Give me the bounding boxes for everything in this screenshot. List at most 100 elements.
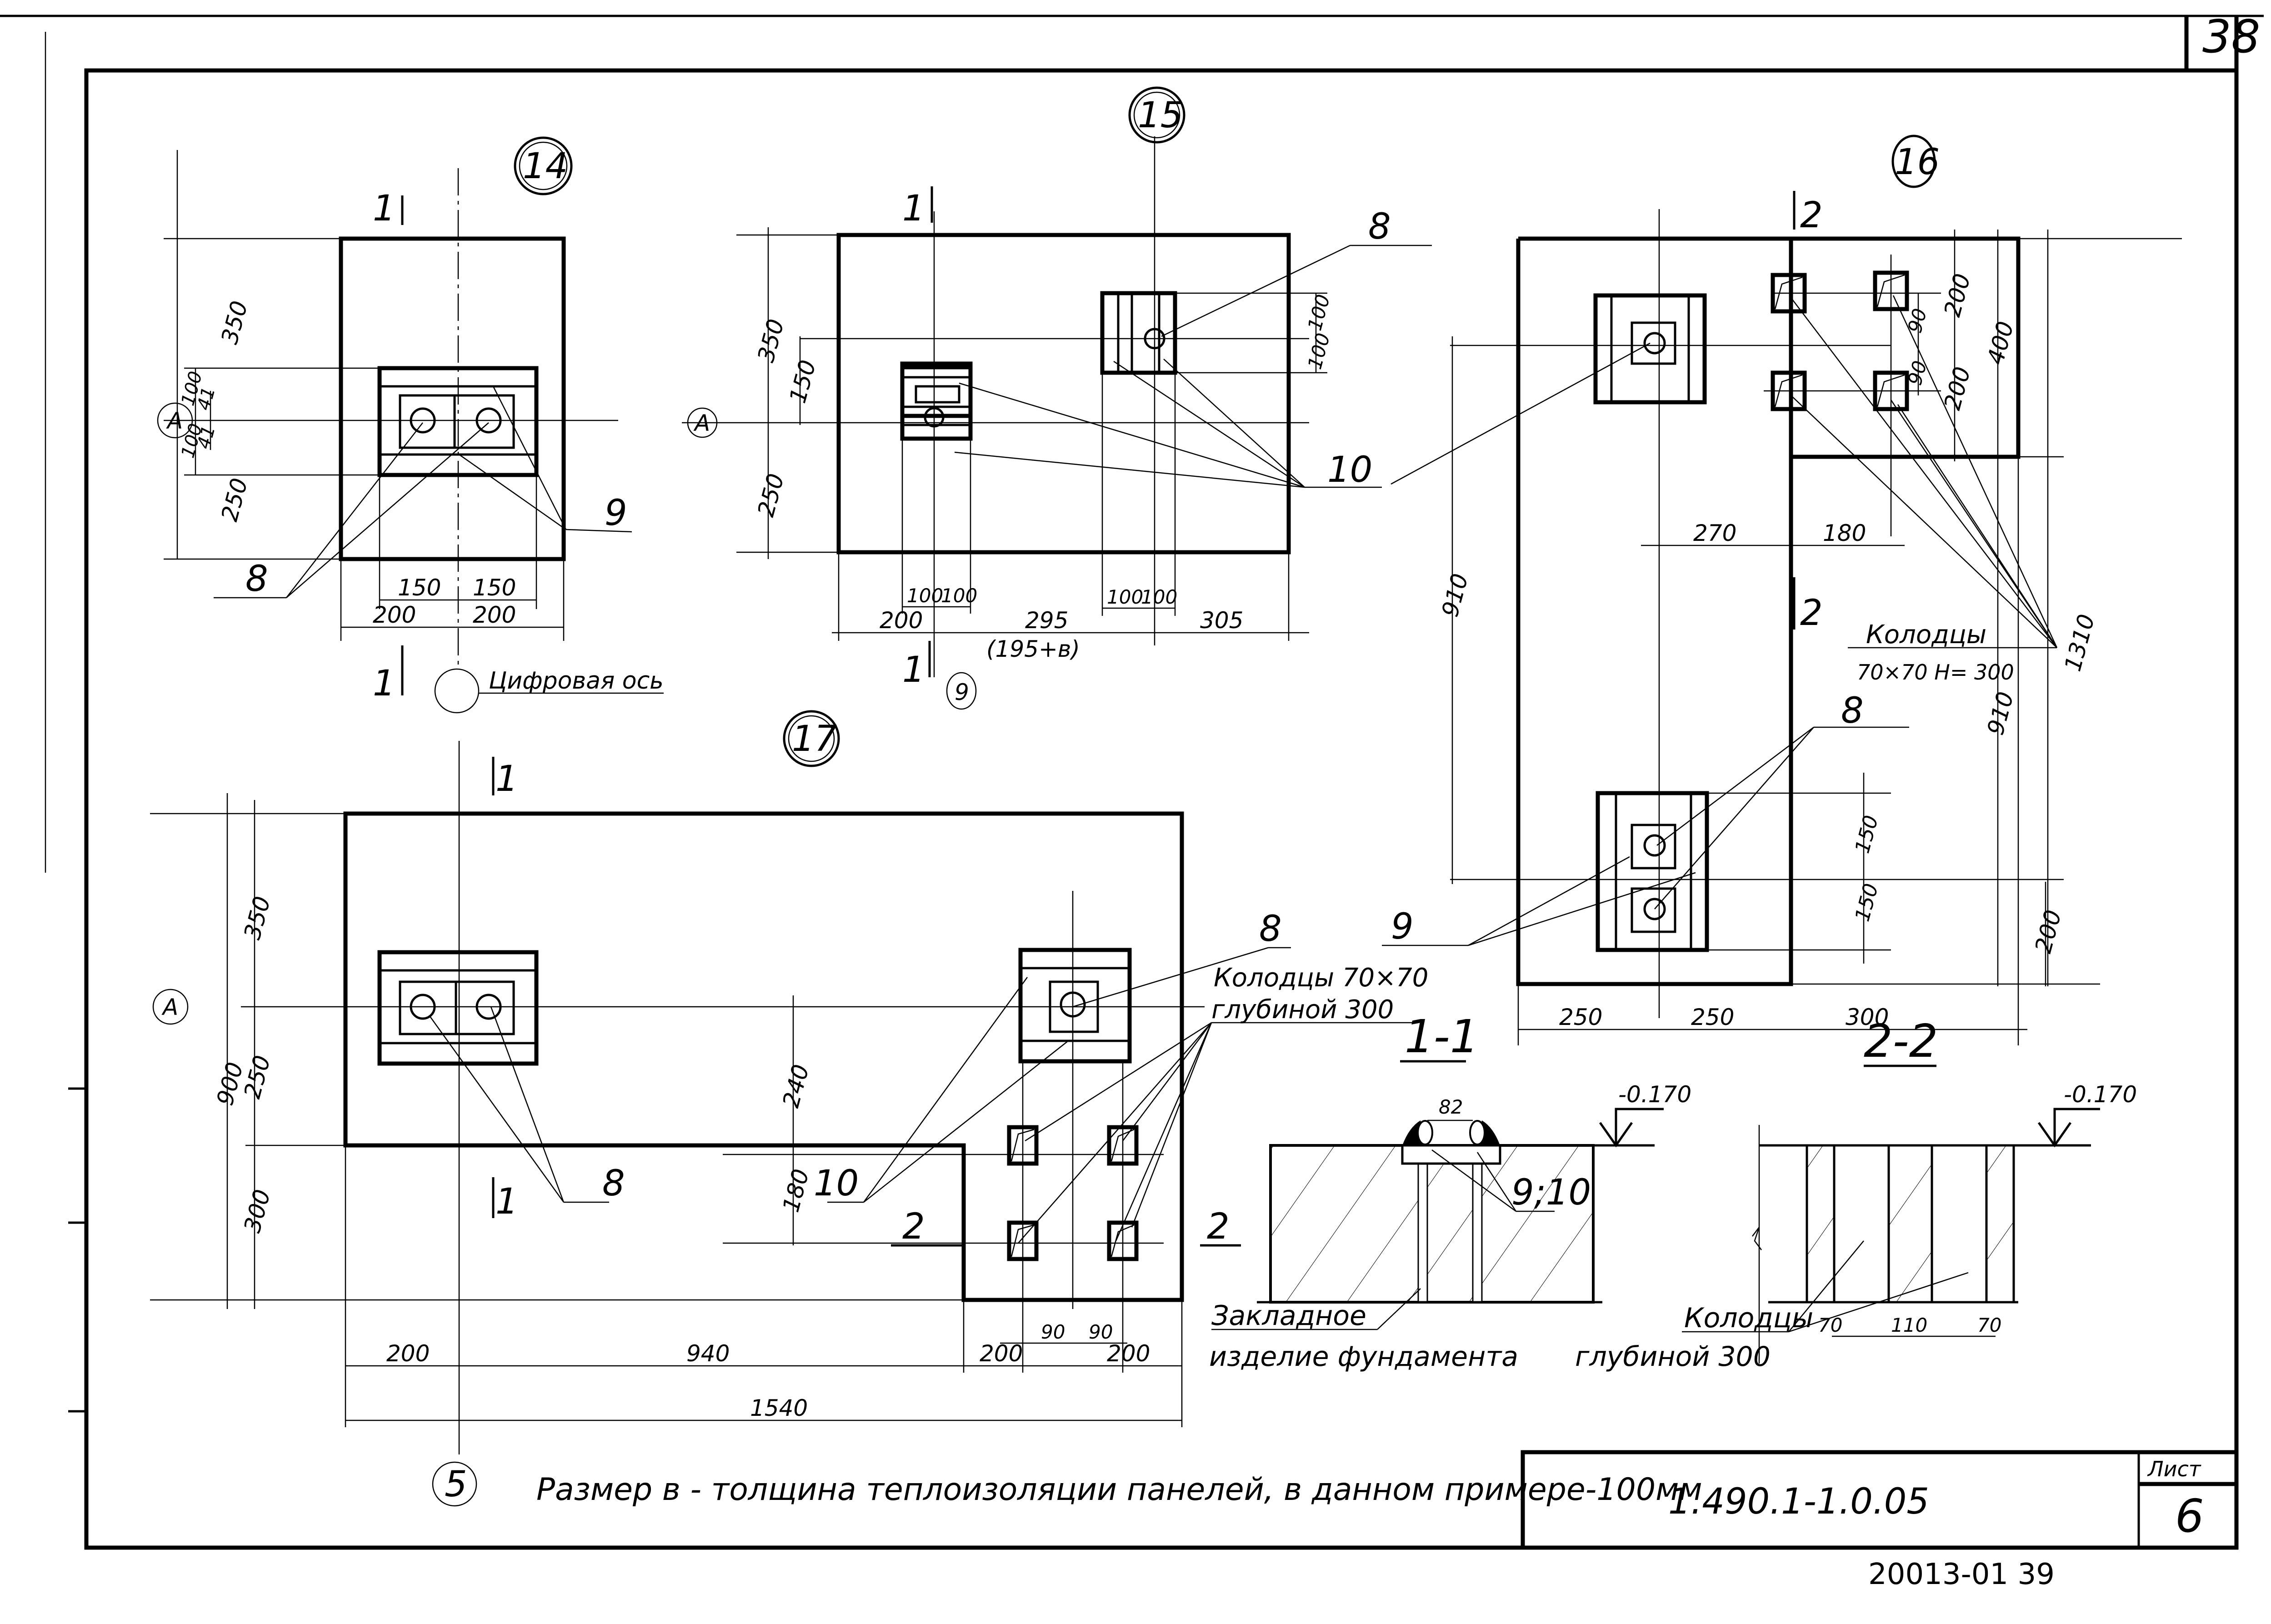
svg-text:9: 9	[955, 679, 969, 705]
n17-dim-240: 240	[778, 1062, 815, 1110]
archive-number: 20013-01 39	[1868, 1558, 2055, 1591]
section-1-1-elevation: -0.170	[1618, 1081, 1691, 1108]
n16-dim-200a: 200	[1939, 271, 1976, 320]
n16-dim-1310: 1310	[2060, 611, 2100, 674]
n17-callout-8b: 8	[1259, 909, 1282, 949]
n17-wells-label-2: глубиной 300	[1211, 995, 1394, 1024]
n15-dim-350: 350	[753, 316, 790, 365]
n16-dim-400: 400	[1982, 319, 2019, 367]
svg-text:14: 14	[523, 146, 568, 187]
section-2-2-dim-70b: 70	[1977, 1314, 2001, 1336]
n16-callout-9: 9	[1391, 906, 1414, 947]
n16-dim-90b: 90	[1903, 358, 1931, 387]
n17-section-mark-bottom: 1	[495, 1181, 518, 1222]
n16-dim-250b: 250	[1691, 1004, 1734, 1030]
n16-dim-200c: 200	[2030, 907, 2067, 956]
section-1-1-callout: 9;10	[1511, 1172, 1591, 1213]
axis-a-marker-15: А	[687, 407, 718, 438]
n16-dim-910b: 910	[1982, 689, 2019, 738]
n15-dim-295: 295	[1025, 607, 1068, 634]
node-17-badge: 17	[783, 710, 840, 767]
n15-section-mark-top: 1	[902, 188, 925, 229]
n14-dim-200b: 200	[473, 602, 516, 628]
section-1-1-dim-82: 82	[1439, 1096, 1463, 1118]
n14-callout-8: 8	[245, 559, 268, 600]
section-1-1	[1211, 1060, 1664, 1330]
note-axis-marker: 5	[432, 1461, 477, 1507]
n17-dim-200a: 200	[386, 1340, 430, 1367]
n16-dim-910a: 910	[1437, 571, 1474, 620]
n14-section-mark-top: 1	[373, 188, 395, 229]
n15-dim-100b: 100	[1303, 330, 1334, 371]
sheet-frame	[0, 15, 2264, 1550]
n16-dim-180: 180	[1823, 520, 1866, 546]
n14-callout-9: 9	[605, 493, 627, 534]
n14-dim-150a: 150	[398, 575, 441, 601]
n15-axis-marker: 9	[946, 672, 977, 710]
n15-callout-8: 8	[1368, 206, 1391, 247]
section-2-2-title: 2-2	[1864, 1014, 1938, 1068]
axis-a-marker-14: А	[157, 402, 193, 439]
node-16: 16	[1382, 135, 2182, 1045]
n14-dim-200a: 200	[373, 602, 416, 628]
n17-dim-940: 940	[686, 1340, 730, 1367]
n17-dim-300: 300	[239, 1187, 276, 1235]
node-16-badge: 16	[1891, 135, 1940, 188]
n17-dim-200b: 200	[980, 1340, 1023, 1367]
section-2-2-dim-70a: 70	[1818, 1314, 1842, 1336]
section-2-2-label-2: глубиной 300	[1575, 1341, 1771, 1373]
n15-dim-100c: 100	[907, 585, 943, 607]
sheet-number: 6	[2175, 1489, 2204, 1543]
corner-number: 38	[2202, 10, 2260, 63]
node-14-badge: 14	[514, 136, 573, 195]
section-2-2-dim-110: 110	[1891, 1314, 1927, 1336]
n16-dim-200b: 200	[1939, 364, 1976, 413]
n15-dim-150: 150	[785, 357, 821, 406]
n15-dim-100f: 100	[1141, 586, 1177, 608]
n16-wells-label-2: 70×70 Н= 300	[1857, 660, 2014, 685]
n16-dim-270: 270	[1693, 520, 1736, 546]
n16-section-mark-top: 2	[1800, 195, 1823, 236]
n17-dim-900: 900	[212, 1059, 249, 1108]
n14-dim-150b: 150	[473, 575, 516, 601]
section-1-1-label-1: Закладное	[1211, 1300, 1366, 1332]
n17-dim-180: 180	[778, 1166, 815, 1215]
n17-section-mark-top: 1	[495, 759, 518, 800]
svg-text:17: 17	[792, 719, 837, 760]
n16-section-mark-mid: 2	[1800, 593, 1823, 634]
n15-dim-305: 305	[1200, 607, 1243, 634]
n17-section2-mark-left: 2	[902, 1206, 925, 1247]
axis-a-marker-17: А	[152, 989, 189, 1025]
n17-callout-8: 8	[602, 1163, 625, 1204]
digital-axis-marker: Цифровая ось	[434, 667, 664, 714]
sheet-label: Лист	[2147, 1457, 2201, 1481]
node-15-badge: 15	[1128, 86, 1186, 144]
n16-dim-250a: 250	[1559, 1004, 1602, 1030]
section-1-1-label-2: изделие фундамента	[1209, 1341, 1518, 1373]
svg-text:А: А	[161, 994, 178, 1020]
svg-text:А: А	[693, 410, 710, 436]
n17-dim-200c: 200	[1107, 1340, 1150, 1367]
section-2-2	[1682, 1064, 2100, 1364]
n17-section2-mark-right: 2	[1207, 1206, 1230, 1247]
section-2-2-label-1: Колодцы	[1684, 1302, 1813, 1334]
n16-dim-150b: 150	[1851, 881, 1883, 924]
n14-dim-250: 250	[216, 475, 253, 524]
n17-wells-label-1: Колодцы 70×70	[1214, 963, 1428, 993]
svg-text:16: 16	[1895, 142, 1940, 183]
node-14: 14	[164, 136, 632, 668]
n15-dim-100d: 100	[941, 585, 977, 607]
n16-wells-label-1: Колодцы	[1866, 620, 1986, 650]
n16-callout-8: 8	[1841, 690, 1864, 731]
n17-dim-90a: 90	[1041, 1321, 1065, 1343]
n15-dim-note: (195+в)	[986, 636, 1080, 662]
svg-text:А: А	[166, 408, 183, 434]
n15-dim-100e: 100	[1107, 586, 1143, 608]
n14-dim-350: 350	[216, 298, 253, 347]
n15-callout-10: 10	[1327, 450, 1372, 490]
svg-text:5: 5	[445, 1464, 467, 1505]
svg-text:15: 15	[1138, 95, 1183, 136]
section-1-1-title: 1-1	[1405, 1010, 1479, 1063]
n15-dim-200: 200	[880, 607, 923, 634]
